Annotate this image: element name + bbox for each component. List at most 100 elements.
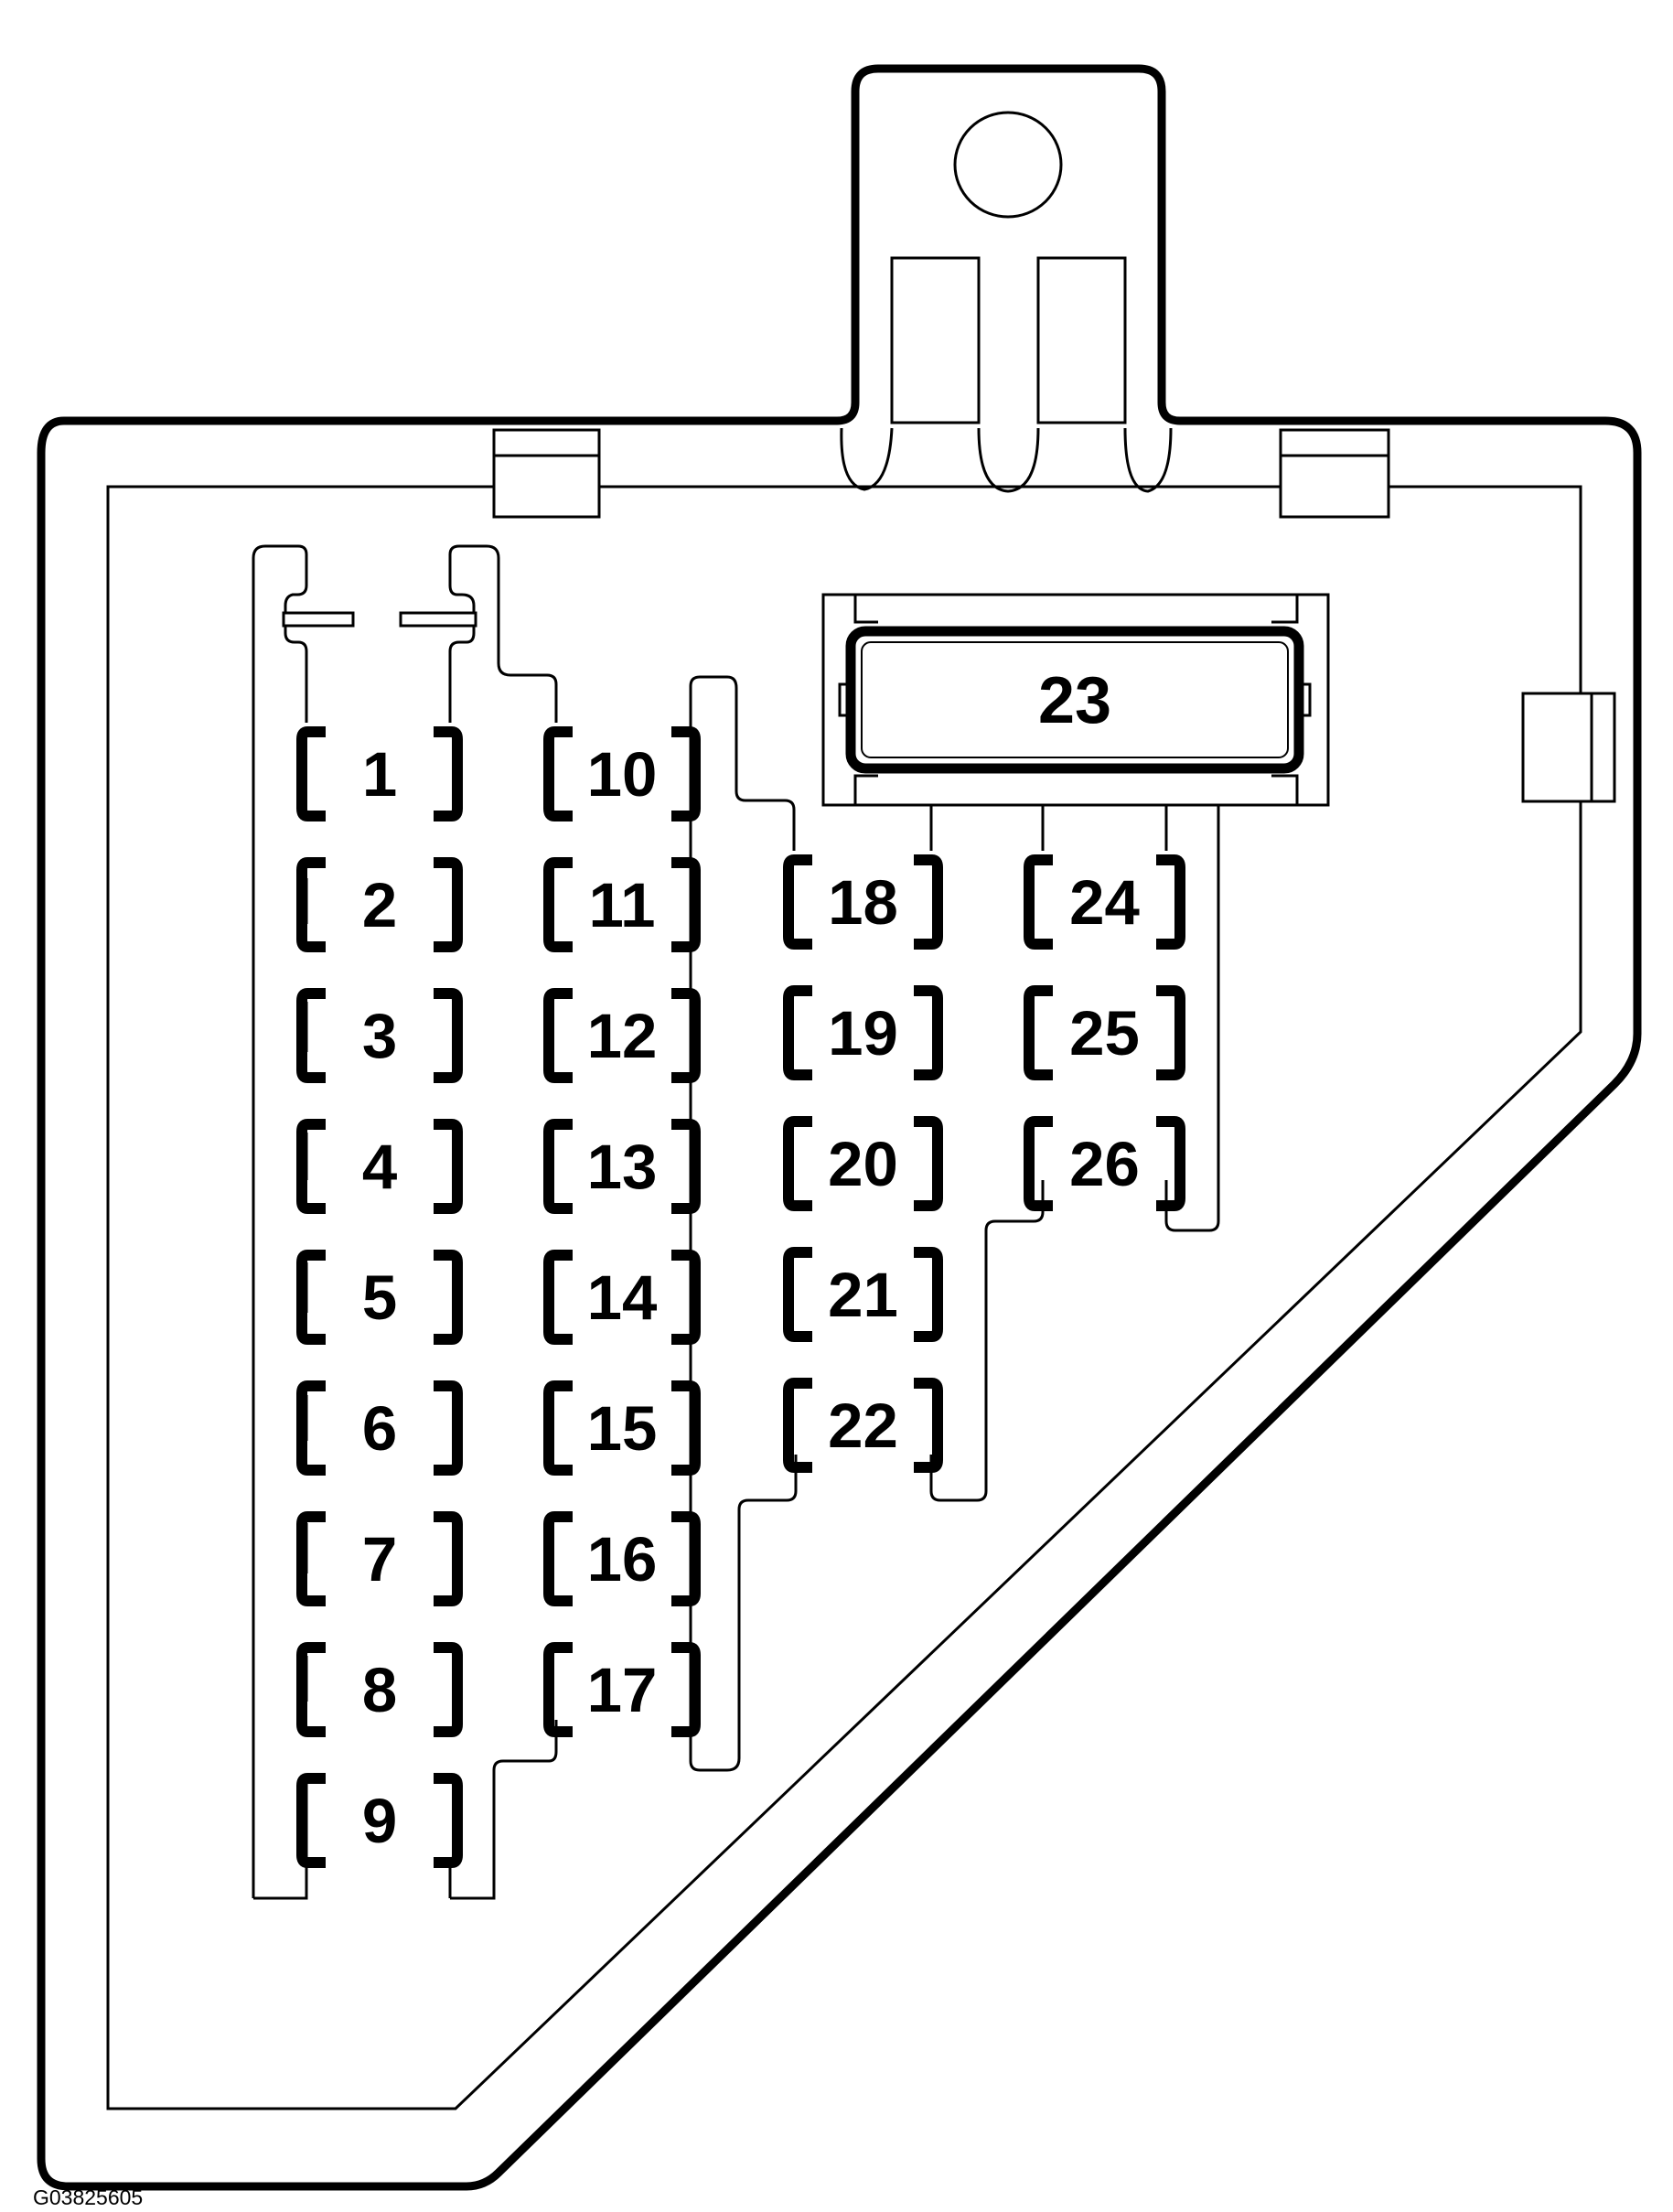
mounting-hole [953,111,1063,219]
fuse-13[interactable]: 13 [543,1119,701,1214]
fuse-array: 1234567891011121314151617181920212224252… [296,726,1185,1868]
relay-housing [821,593,1330,807]
fuse-terminal-left [1024,1116,1053,1211]
fuse-label: 26 [1069,1129,1140,1199]
fuse-20[interactable]: 20 [783,1116,943,1211]
fuse-terminal-right [434,1380,463,1476]
fuse-terminal-right [434,1250,463,1345]
fuse-terminal-left [296,726,326,821]
fuse-terminal-left [1024,985,1053,1080]
fuse-19[interactable]: 19 [783,985,943,1080]
fuse-label: 4 [362,1132,397,1202]
fuse-14[interactable]: 14 [543,1250,701,1345]
fuse-label: 25 [1069,998,1140,1068]
fuse-terminal-right [671,726,701,821]
fuse-label: 20 [828,1129,898,1199]
fuse-15[interactable]: 15 [543,1380,701,1476]
fuse-label: 9 [362,1786,397,1856]
fuse-label: 17 [587,1655,658,1725]
fuse-10[interactable]: 10 [543,726,701,821]
fuse-9[interactable]: 9 [296,1773,463,1868]
fuse-terminal-right [1156,854,1185,950]
fuse-label: 18 [828,867,898,938]
fuse-label: 6 [362,1393,397,1464]
fuse-terminal-right [434,1511,463,1606]
fuse-terminal-left [543,726,573,821]
fuse-terminal-left [296,857,326,952]
fuse-terminal-left [783,1247,812,1342]
fuse-label: 19 [828,998,898,1068]
fuse-terminal-right [434,1642,463,1737]
fuse-label: 24 [1069,867,1140,938]
housing-outline [37,64,1642,2191]
fuse-terminal-left [296,1773,326,1868]
fuse-terminal-left [543,1642,573,1737]
fuse-6[interactable]: 6 [296,1380,463,1476]
fuse-label: 8 [362,1655,397,1725]
relay-23[interactable] [845,626,1304,774]
fuse-25[interactable]: 25 [1024,985,1185,1080]
fuse-label: 21 [828,1260,898,1330]
fuse-terminal-left [783,1378,812,1473]
fuse-label: 13 [587,1132,658,1202]
fuse-terminal-right [914,1378,943,1473]
fuse-terminal-right [1156,1116,1185,1211]
fuse-terminal-right [434,1119,463,1214]
fuse-21[interactable]: 21 [783,1247,943,1342]
fuse-terminal-right [914,1116,943,1211]
fuse-terminal-right [671,1511,701,1606]
fuse-terminal-right [914,854,943,950]
fuse-label: 14 [587,1262,658,1333]
housing-clips [492,428,1616,803]
fuse-terminal-left [1024,854,1053,950]
fuse-2[interactable]: 2 [296,857,463,952]
fuse-terminal-right [914,985,943,1080]
fuse-terminal-left [543,1119,573,1214]
fuse-3[interactable]: 3 [296,988,463,1083]
fuse-terminal-right [434,857,463,952]
fuse-terminal-left [296,1511,326,1606]
fuse-4[interactable]: 4 [296,1119,463,1214]
fuse-7[interactable]: 7 [296,1511,463,1606]
fuse-terminal-left [783,985,812,1080]
fuse-terminal-right [671,1380,701,1476]
fuse-11[interactable]: 11 [543,857,701,952]
fuse-terminal-right [671,988,701,1083]
fuse-17[interactable]: 17 [543,1642,701,1737]
fuse-label: 1 [362,739,397,810]
fuse-26[interactable]: 26 [1024,1116,1185,1211]
fuse-terminal-left [783,854,812,950]
fuse-label: 10 [587,739,658,810]
fuse-terminal-left [296,988,326,1083]
fuse-label: 15 [587,1393,658,1464]
fuse-terminal-right [671,1119,701,1214]
fuse-terminal-left [543,1250,573,1345]
fuse-18[interactable]: 18 [783,854,943,950]
fuse-1[interactable]: 1 [296,726,463,821]
fuse-5[interactable]: 5 [296,1250,463,1345]
fuse-8[interactable]: 8 [296,1642,463,1737]
fuse-label: 2 [362,870,397,940]
fuse-22[interactable]: 22 [783,1378,943,1473]
fuse-terminal-right [434,726,463,821]
fuse-24[interactable]: 24 [1024,854,1185,950]
fuse-terminal-left [296,1119,326,1214]
fuse-12[interactable]: 12 [543,988,701,1083]
fuse-terminal-left [296,1380,326,1476]
mounting-tab [840,111,1173,493]
fuse-terminal-right [1156,985,1185,1080]
fuse-terminal-left [543,1380,573,1476]
fuse-label: 7 [362,1524,397,1595]
fuse-terminal-left [543,1511,573,1606]
fuse-terminal-left [783,1116,812,1211]
fuse-terminal-left [543,857,573,952]
fuse-terminal-right [671,1642,701,1737]
fuse-label: 5 [362,1262,397,1333]
fuse-terminal-left [543,988,573,1083]
fuse-label: 22 [828,1391,898,1461]
fuse-terminal-left [296,1250,326,1345]
fuse-terminal-right [671,1250,701,1345]
fuse-terminal-right [434,988,463,1083]
fuse-16[interactable]: 16 [543,1511,701,1606]
